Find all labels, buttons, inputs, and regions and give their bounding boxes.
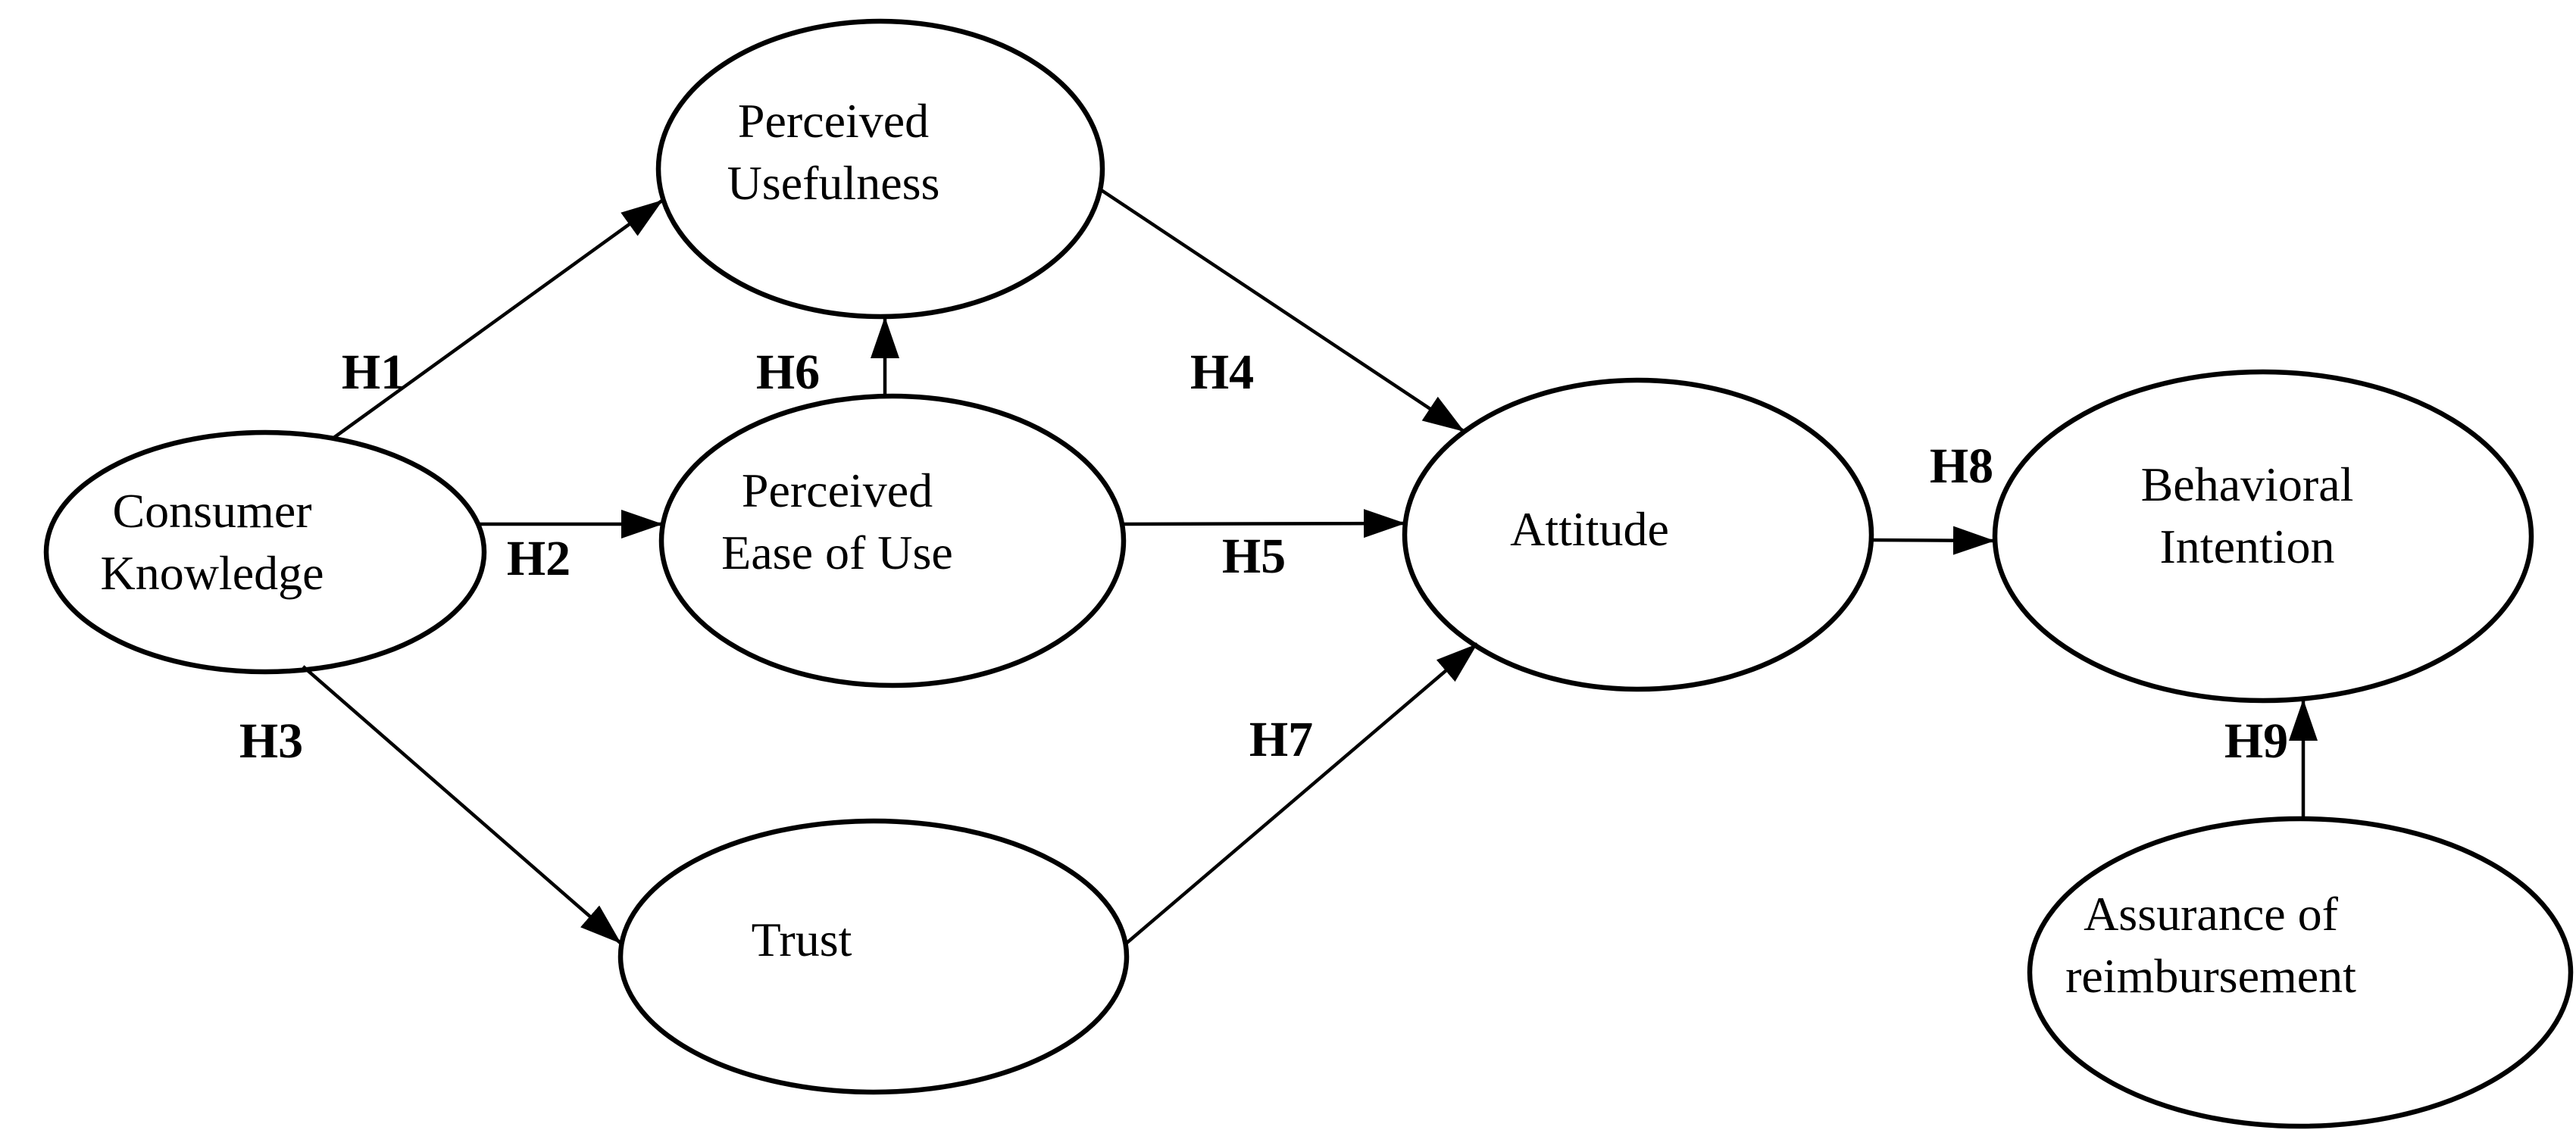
trust-label: Trust (752, 913, 852, 966)
h1-arrow (331, 198, 664, 440)
h3-label: H3 (239, 713, 303, 769)
consumer-knowledge-label-line1: Consumer (112, 484, 311, 538)
h2-label: H2 (507, 531, 571, 586)
h4-label: H4 (1190, 345, 1254, 400)
node-trust (617, 818, 1130, 1095)
h8-label: H8 (1930, 439, 1993, 494)
assurance-of-reimbursement-label-line1: Assurance of (2084, 887, 2339, 941)
behavioral-intention-label-line2: Intention (2159, 520, 2334, 573)
h4-arrow (1099, 188, 1466, 433)
h7-arrow (1124, 642, 1479, 945)
node-consumer-knowledge (43, 429, 487, 675)
behavioral-intention-label-line1: Behavioral (2141, 457, 2354, 511)
h7-label: H7 (1249, 712, 1313, 767)
h1-label: H1 (342, 345, 405, 400)
perceived-usefulness-label-line1: Perceived (738, 94, 929, 148)
h3-arrow (302, 665, 623, 945)
h5-label: H5 (1222, 529, 1286, 584)
attitude-label: Attitude (1510, 502, 1669, 556)
h6-label: H6 (756, 345, 820, 400)
perceived-ease-of-use-label-line2: Ease of Use (721, 526, 953, 579)
h8-arrow (1871, 526, 1996, 555)
h5-arrow (1121, 509, 1406, 538)
h9-label: H9 (2224, 713, 2288, 769)
consumer-knowledge-label-line2: Knowledge (100, 546, 324, 600)
node-perceived-ease-of-use (658, 393, 1127, 688)
perceived-usefulness-label-line2: Usefulness (727, 156, 940, 210)
node-behavioral-intention (1992, 369, 2534, 704)
node-assurance-of-reimbursement (2027, 816, 2574, 1129)
assurance-of-reimbursement-label-line2: reimbursement (2065, 949, 2356, 1003)
perceived-ease-of-use-label-line1: Perceived (742, 464, 933, 517)
